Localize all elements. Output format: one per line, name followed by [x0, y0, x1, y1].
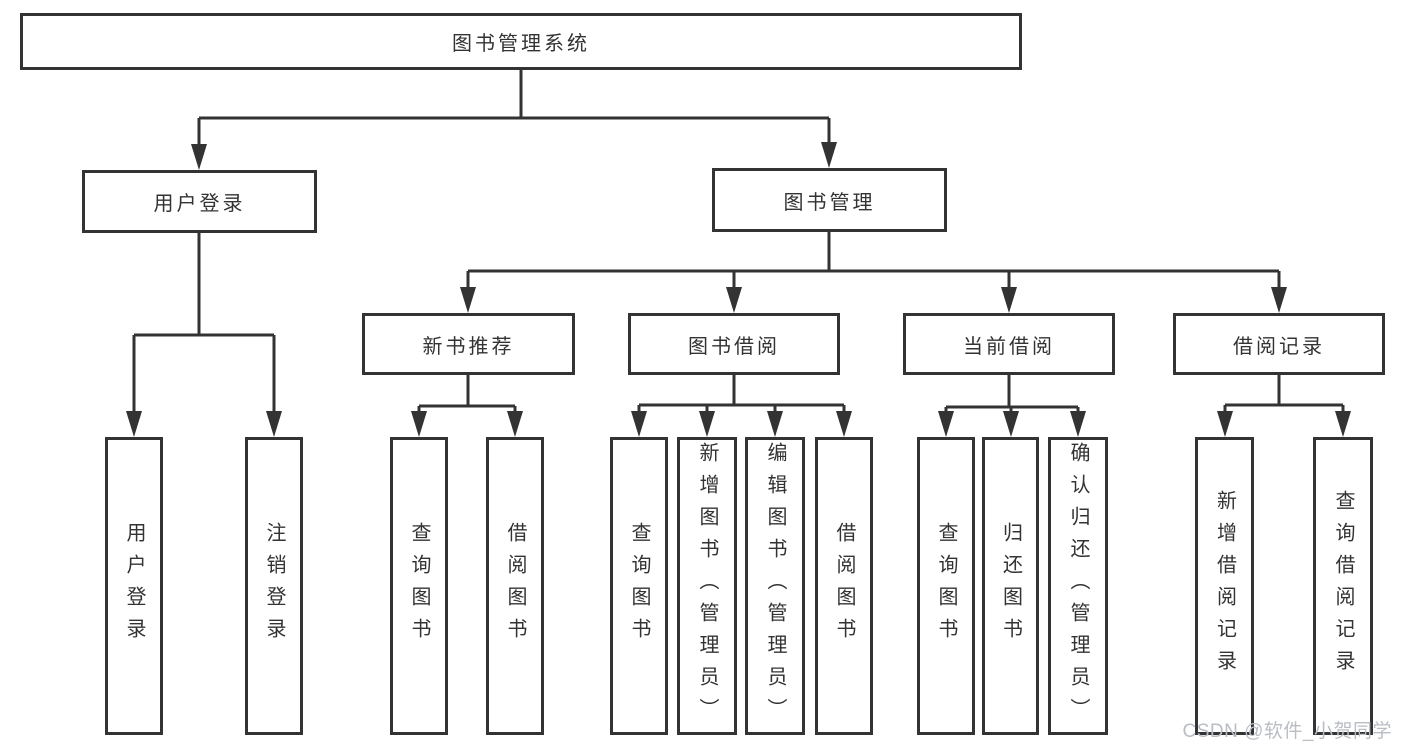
- leaf-logout: 注销登录: [245, 437, 303, 735]
- leaf-borrow-books-recommend: 借阅图书: [486, 437, 544, 735]
- node-book-management: 图书管理: [712, 168, 947, 232]
- leaf-add-borrow-record: 新增借阅记录: [1195, 437, 1254, 735]
- leaf-return-books: 归还图书: [982, 437, 1039, 735]
- csdn-watermark: CSDN @软件_小贺同学: [1182, 721, 1392, 742]
- node-current-borrow: 当前借阅: [903, 313, 1115, 375]
- node-book-borrow: 图书借阅: [628, 313, 840, 375]
- leaf-query-books-recommend: 查询图书: [390, 437, 448, 735]
- leaf-query-books-borrow: 查询图书: [610, 437, 668, 735]
- leaf-borrow-books: 借阅图书: [815, 437, 873, 735]
- node-library-management-system: 图书管理系统: [20, 13, 1022, 70]
- leaf-query-borrow-record: 查询借阅记录: [1313, 437, 1373, 735]
- node-new-book-recommend: 新书推荐: [362, 313, 575, 375]
- arrowheads: [126, 142, 1351, 437]
- leaf-confirm-return-admin: 确认归还（管理员）: [1048, 437, 1108, 735]
- leaf-add-books-admin: 新增图书（管理员）: [677, 437, 737, 735]
- leaf-query-books-current: 查询图书: [917, 437, 975, 735]
- leaf-user-login: 用户登录: [105, 437, 163, 735]
- leaf-edit-books-admin: 编辑图书（管理员）: [745, 437, 805, 735]
- node-borrow-records: 借阅记录: [1173, 313, 1385, 375]
- node-user-login: 用户登录: [82, 170, 317, 233]
